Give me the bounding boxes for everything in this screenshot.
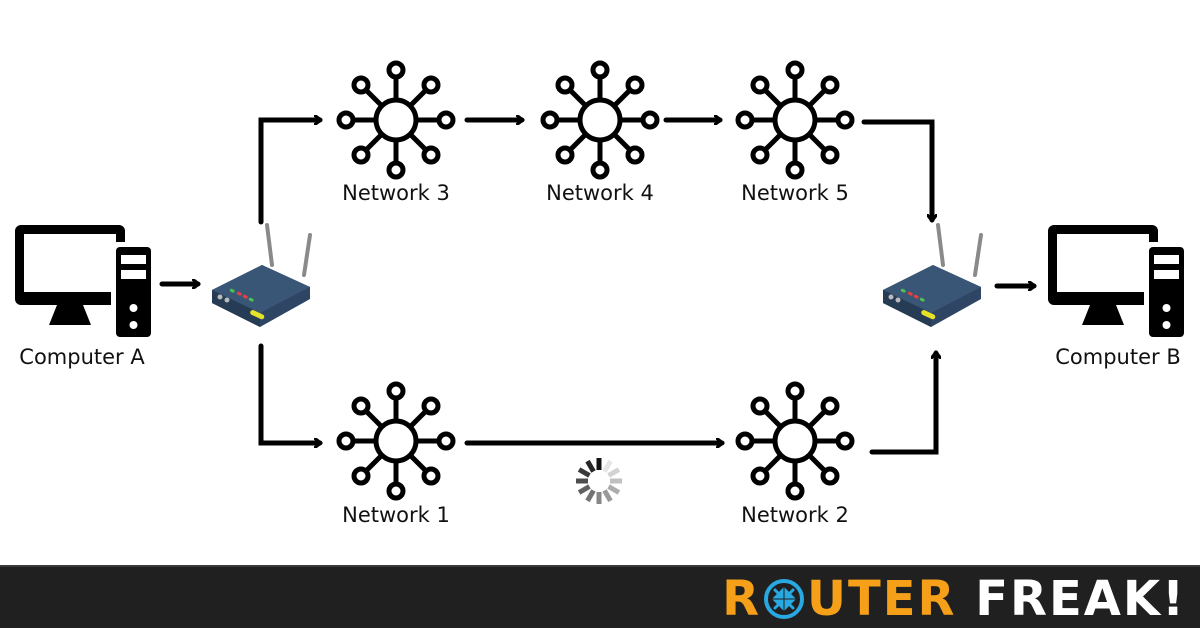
computer-a-icon [15, 225, 156, 342]
footer-banner: R UTER FREAK! [0, 565, 1200, 628]
arrow-network-5-router-b [861, 119, 932, 223]
router-a-icon [210, 223, 312, 329]
network-5-icon [738, 63, 852, 177]
network-1-icon [339, 384, 453, 498]
network-3-label: Network 3 [342, 181, 450, 205]
network-5-label: Network 5 [741, 181, 849, 205]
spinner-bar [602, 459, 613, 473]
network-4-label: Network 4 [546, 181, 654, 205]
computer-b-label: Computer B [1055, 345, 1181, 369]
network-2-icon [738, 384, 852, 498]
loading-spinner-icon [576, 458, 622, 504]
spinner-bar [607, 467, 621, 478]
computer-a-label: Computer A [19, 345, 145, 369]
spinner-bar [585, 489, 596, 503]
network-2-label: Network 2 [741, 503, 849, 527]
arrow-router-a-network-3 [258, 120, 323, 225]
router-b-icon [881, 223, 983, 329]
expand-arrows-icon [764, 579, 805, 619]
network-4-icon [543, 63, 657, 177]
network-1-label: Network 1 [342, 503, 450, 527]
computer-b-icon [1048, 225, 1189, 342]
network-3-icon [339, 63, 453, 177]
spinner-bar [607, 484, 621, 495]
spinner-bar [585, 459, 596, 473]
brand-logo[interactable]: R UTER FREAK! [722, 570, 1186, 628]
arrow-network-2-router-b [869, 350, 936, 455]
spinner-bar [577, 467, 591, 478]
arrow-router-a-network-1 [258, 343, 323, 443]
brand-word-freak: FREAK! [975, 571, 1186, 627]
brand-word-router-rest: UTER [807, 571, 957, 627]
network-diagram [15, 0, 1189, 504]
brand-letter-r: R [722, 571, 762, 627]
spinner-bar [577, 484, 591, 495]
spinner-bar [602, 489, 613, 503]
